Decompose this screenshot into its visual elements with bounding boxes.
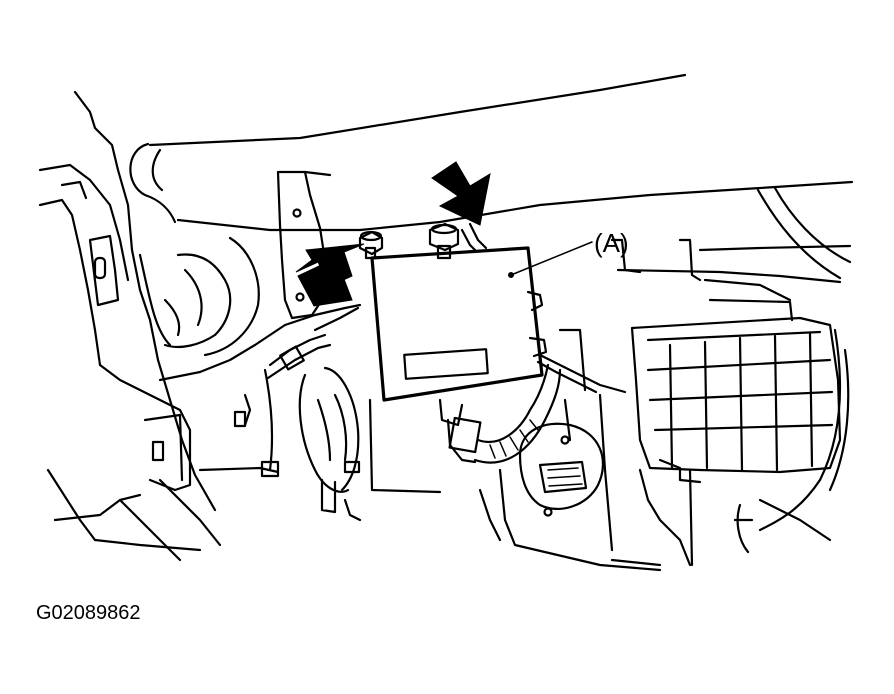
control-unit-a: [370, 222, 627, 464]
mounting-bolts: [358, 222, 460, 260]
mounting-bracket: [276, 170, 332, 320]
duct-area: [158, 236, 362, 478]
right-side-structure: [610, 186, 852, 567]
figure-code: G02089862: [36, 602, 141, 624]
junction-box: [630, 316, 842, 484]
round-connector: [518, 422, 605, 517]
center-lower-structure: [368, 328, 662, 572]
left-harness: [266, 306, 362, 522]
callout-leader-line: [510, 241, 593, 276]
arrows: [295, 161, 491, 307]
left-side-panel: [38, 90, 222, 562]
callout: (A): [510, 228, 629, 276]
arrow-top-icon: [431, 161, 491, 226]
bolt-top: [428, 222, 460, 260]
upper-dash-beam: [129, 73, 854, 347]
control-unit-body: [370, 246, 544, 402]
steering-column: [733, 186, 852, 554]
bolt-left: [358, 230, 384, 260]
unit-label-plate: [403, 348, 489, 380]
arrow-left-body-icon: [297, 257, 353, 307]
